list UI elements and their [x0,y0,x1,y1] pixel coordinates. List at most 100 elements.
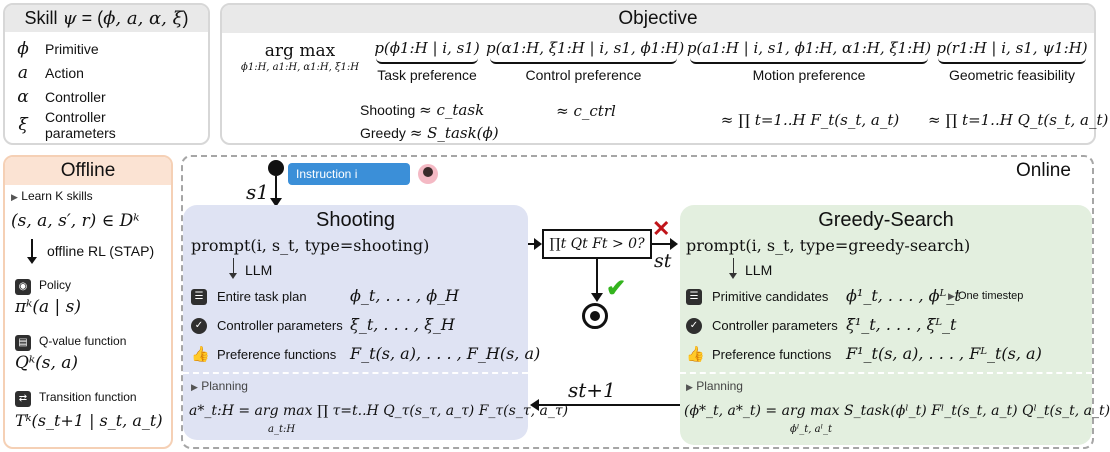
skill-label: Action [45,65,84,81]
offline-title: Offline [5,157,171,185]
thumbs-up-icon: 👍 [191,346,210,363]
greedy-row-label: Primitive candidates [712,289,829,304]
greedy-llm-arrow [733,258,734,276]
greedy-row-label: Controller parameters [712,318,838,333]
shield-icon: ✓ [686,318,702,334]
skill-item: ϕ Primitive [13,37,125,61]
greedy-title: Greedy-Search [818,209,954,231]
check-down-line [596,259,598,295]
greedy-row-math: ϕ¹_t, . . . , ϕᴸ_t [846,286,961,305]
objective-greedy-approx: Greedy ≈ S_task(ϕ) [360,124,499,142]
skill-label: Controller [45,89,106,105]
greedy-llm-arrowhead [729,273,737,279]
shield-icon: ✓ [191,318,207,334]
greedy-llm: LLM [745,262,773,278]
greedy-prompt: prompt(i, s_t, type=greedy-search) [686,236,971,255]
thumbs-up-icon: 👍 [686,346,705,363]
objective-control-approx: ≈ c_ctrl [556,102,616,120]
greedy-divider [680,372,1092,374]
objective-motion-approx: ≈ ∏ t=1..H F_t(s_t, a_t) [720,111,900,129]
transition-icon: ⇄ [15,391,31,407]
shooting-row-label: Entire task plan [217,289,307,304]
offline-learn: ▶ Learn K skills [11,189,93,203]
shooting-row-math: ϕ_t, . . . , ϕ_H [350,286,460,305]
skill-symbol: ξ [18,115,28,135]
online-title: Online [1016,160,1071,181]
objective-panel: Objective arg max ϕ1:H, a1:H, α1:H, ξ1:H… [220,3,1109,145]
objective-term-task: p(ϕ1:H | i, s1) Task preference [374,39,480,83]
check-to-greedy-line [652,243,672,245]
greedy-plan-sub: ϕˡ_t, aˡ_t [790,424,833,435]
offline-method: offline RL (STAP) [47,243,155,259]
online-panel [181,155,1094,449]
checkmark-icon: ✔ [606,275,627,302]
skill-item: a Action [13,61,125,85]
shoot-to-check-arrowhead [534,238,542,250]
offline-panel: Offline ▶ Learn K skills (s, a, s′, r) ∈… [3,155,173,449]
instruction-bubble: Instruction i [288,163,410,185]
skill-item: α Controller [13,85,125,109]
objective-geometric-approx: ≈ ∏ t=1..H Q_t(s_t, a_t) [928,111,1109,129]
shooting-title: Shooting [316,209,395,231]
skill-label: Controller parameters [45,109,116,141]
objective-argmax: arg max ϕ1:H, a1:H, α1:H, ξ1:H [241,41,359,73]
st-label: st [654,250,672,272]
shooting-divider [183,372,528,374]
start-down-line [275,176,277,200]
greedy-row-label: Preference functions [712,347,832,362]
greedy-plan-eq: (ϕ*_t, a*_t) = arg max S_task(ϕˡ_t) Fˡ_t… [684,403,1110,419]
list-icon: ☰ [191,289,207,305]
greedy-box [680,205,1092,445]
offline-q-math: Qᵏ(s, a) [15,353,79,373]
shooting-row-label: Preference functions [217,347,337,362]
shooting-llm: LLM [245,262,273,278]
offline-policy-math: πᵏ(a | s) [15,297,82,317]
offline-transition-label: Transition function [39,390,137,404]
offline-q-label: Q-value function [39,334,127,348]
offline-dataset: (s, a, s′, r) ∈ Dᵏ [11,211,140,231]
start-arrowhead [270,198,282,207]
objective-term-motion: p(a1:H | i, s1, ϕ1:H, α1:H, ξ1:H) Motion… [686,39,932,83]
goal-node [582,303,608,329]
greedy-planning: ▶ Planning [686,379,743,393]
offline-transition-math: Tᵏ(s_t+1 | s_t, a_t) [15,411,163,430]
shooting-row-label: Controller parameters [217,318,343,333]
start-node [268,160,284,176]
greedy-note: ▶ One timestep [948,290,1024,302]
objective-term-geometric: p(r1:H | i, s1, ψ1:H) Geometric feasibil… [936,39,1088,83]
shooting-row-math: ξ_t, . . . , ξ_H [350,315,455,334]
greedy-row-math: ξ¹_t, . . . , ξᴸ_t [846,315,957,334]
shooting-plan-sub: a_t:H [268,424,296,435]
return-arrowhead [530,399,539,411]
shooting-box [183,205,528,440]
skill-symbol: ϕ [17,39,29,59]
skill-label: Primitive [45,41,99,57]
shooting-llm-arrow [233,258,234,276]
check-down-arrowhead [591,293,603,302]
greedy-row-math: F¹_t(s, a), . . . , Fᴸ_t(s, a) [846,344,1042,363]
skill-item: ξ Controller parameters [13,109,125,145]
shooting-planning: ▶ Planning [191,379,248,393]
cross-icon: ✕ [652,216,671,241]
s1-label: s1 [246,180,269,204]
gamepad-icon: ◉ [15,279,31,295]
feasibility-check: ∏t Qt Ft > 0? [542,229,652,259]
st1-label: st+1 [568,378,616,402]
list-icon: ☰ [686,289,702,305]
check-to-greedy-arrowhead [670,238,678,250]
shooting-prompt: prompt(i, s_t, type=shooting) [191,236,430,255]
shooting-llm-arrowhead [229,273,237,279]
user-avatar [418,164,438,184]
objective-term-control: p(α1:H, ξ1:H | i, s1, ϕ1:H) Control pref… [486,39,685,83]
shooting-plan-eq: a*_t:H = arg max ∏ τ=t..H Q_τ(s_τ, a_τ) … [189,403,569,419]
skill-symbol: a [17,63,29,83]
offline-policy-label: Policy [39,278,72,292]
objective-shooting-approx: Shooting ≈ c_task [360,101,485,119]
offline-arrowhead [27,257,37,264]
skill-title: Skill ψ = (ϕ, a, α, ξ) [5,5,208,32]
offline-down-arrow [31,239,33,261]
chart-icon: ▤ [15,335,31,351]
skill-symbol: α [17,87,29,107]
return-line [538,404,680,406]
skill-panel: Skill ψ = (ϕ, a, α, ξ) ϕ Primitive a Act… [3,3,210,145]
